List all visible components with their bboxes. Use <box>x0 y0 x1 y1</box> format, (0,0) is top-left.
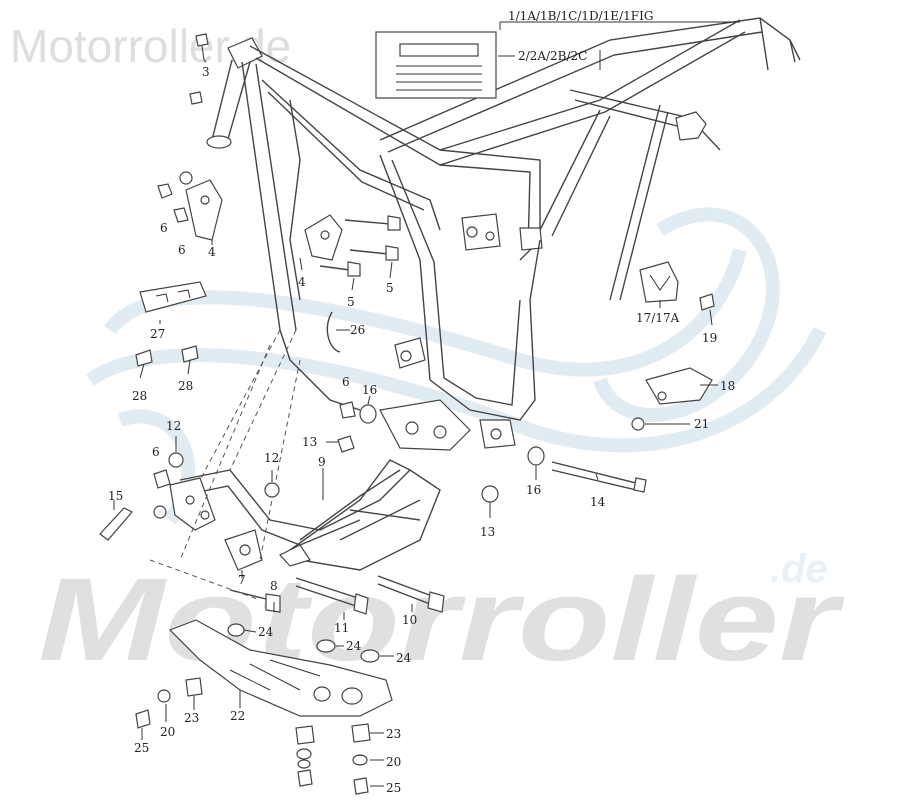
callout-5b: 5 <box>386 281 394 295</box>
watermark-big: Motorroller <box>38 554 846 686</box>
callout-6a: 6 <box>160 221 168 235</box>
callout-27: 27 <box>150 327 165 341</box>
callout-23b: 23 <box>386 727 401 741</box>
callout-13b: 13 <box>480 525 495 539</box>
callout-25b: 25 <box>386 781 401 795</box>
callout-17: 17/17A <box>636 311 680 325</box>
callout-1: 1/1A/1B/1C/1D/1E/1FIG <box>508 9 653 23</box>
callout-4b: 4 <box>298 275 306 289</box>
callout-19: 19 <box>702 331 717 345</box>
callout-20b: 20 <box>386 755 401 769</box>
callout-6c: 6 <box>342 375 350 389</box>
callout-25a: 25 <box>134 741 149 755</box>
callout-4a: 4 <box>208 245 216 259</box>
callout-22: 22 <box>230 709 245 723</box>
callout-28b: 28 <box>178 379 193 393</box>
callout-23a: 23 <box>184 711 199 725</box>
callout-24b: 24 <box>346 639 362 653</box>
watermark-swirl <box>85 207 827 525</box>
callout-10: 10 <box>402 613 417 627</box>
callout-24c: 24 <box>396 651 412 665</box>
callout-12a: 12 <box>166 419 181 433</box>
callout-6b: 6 <box>178 243 186 257</box>
callout-26: 26 <box>350 323 365 337</box>
callout-14: 14 <box>590 495 606 509</box>
callout-24a: 24 <box>258 625 274 639</box>
leader-lines <box>113 21 740 787</box>
watermark-de: .de <box>770 547 828 591</box>
callout-28a: 28 <box>132 389 147 403</box>
callout-3: 3 <box>202 65 210 79</box>
callout-15: 15 <box>108 489 123 503</box>
callout-16a: 16 <box>362 383 377 397</box>
callout-11: 11 <box>334 621 349 635</box>
callout-6d: 6 <box>152 445 160 459</box>
main-frame <box>149 17 801 601</box>
label-plate <box>375 31 497 99</box>
callout-16b: 16 <box>526 483 541 497</box>
callout-18: 18 <box>720 379 735 393</box>
callout-13a: 13 <box>302 435 317 449</box>
callout-12b: 12 <box>264 451 279 465</box>
callout-9: 9 <box>318 455 326 469</box>
callout-5a: 5 <box>347 295 355 309</box>
callout-8: 8 <box>270 579 278 593</box>
callout-7: 7 <box>238 573 246 587</box>
callout-20a: 20 <box>160 725 175 739</box>
small-parts <box>99 33 715 795</box>
callout-21: 21 <box>694 417 709 431</box>
callout-labels: 1/1A/1B/1C/1D/1E/1FIG 2/2A/2B/2C 3 4 4 5… <box>108 9 735 795</box>
callout-2: 2/2A/2B/2C <box>518 49 587 63</box>
